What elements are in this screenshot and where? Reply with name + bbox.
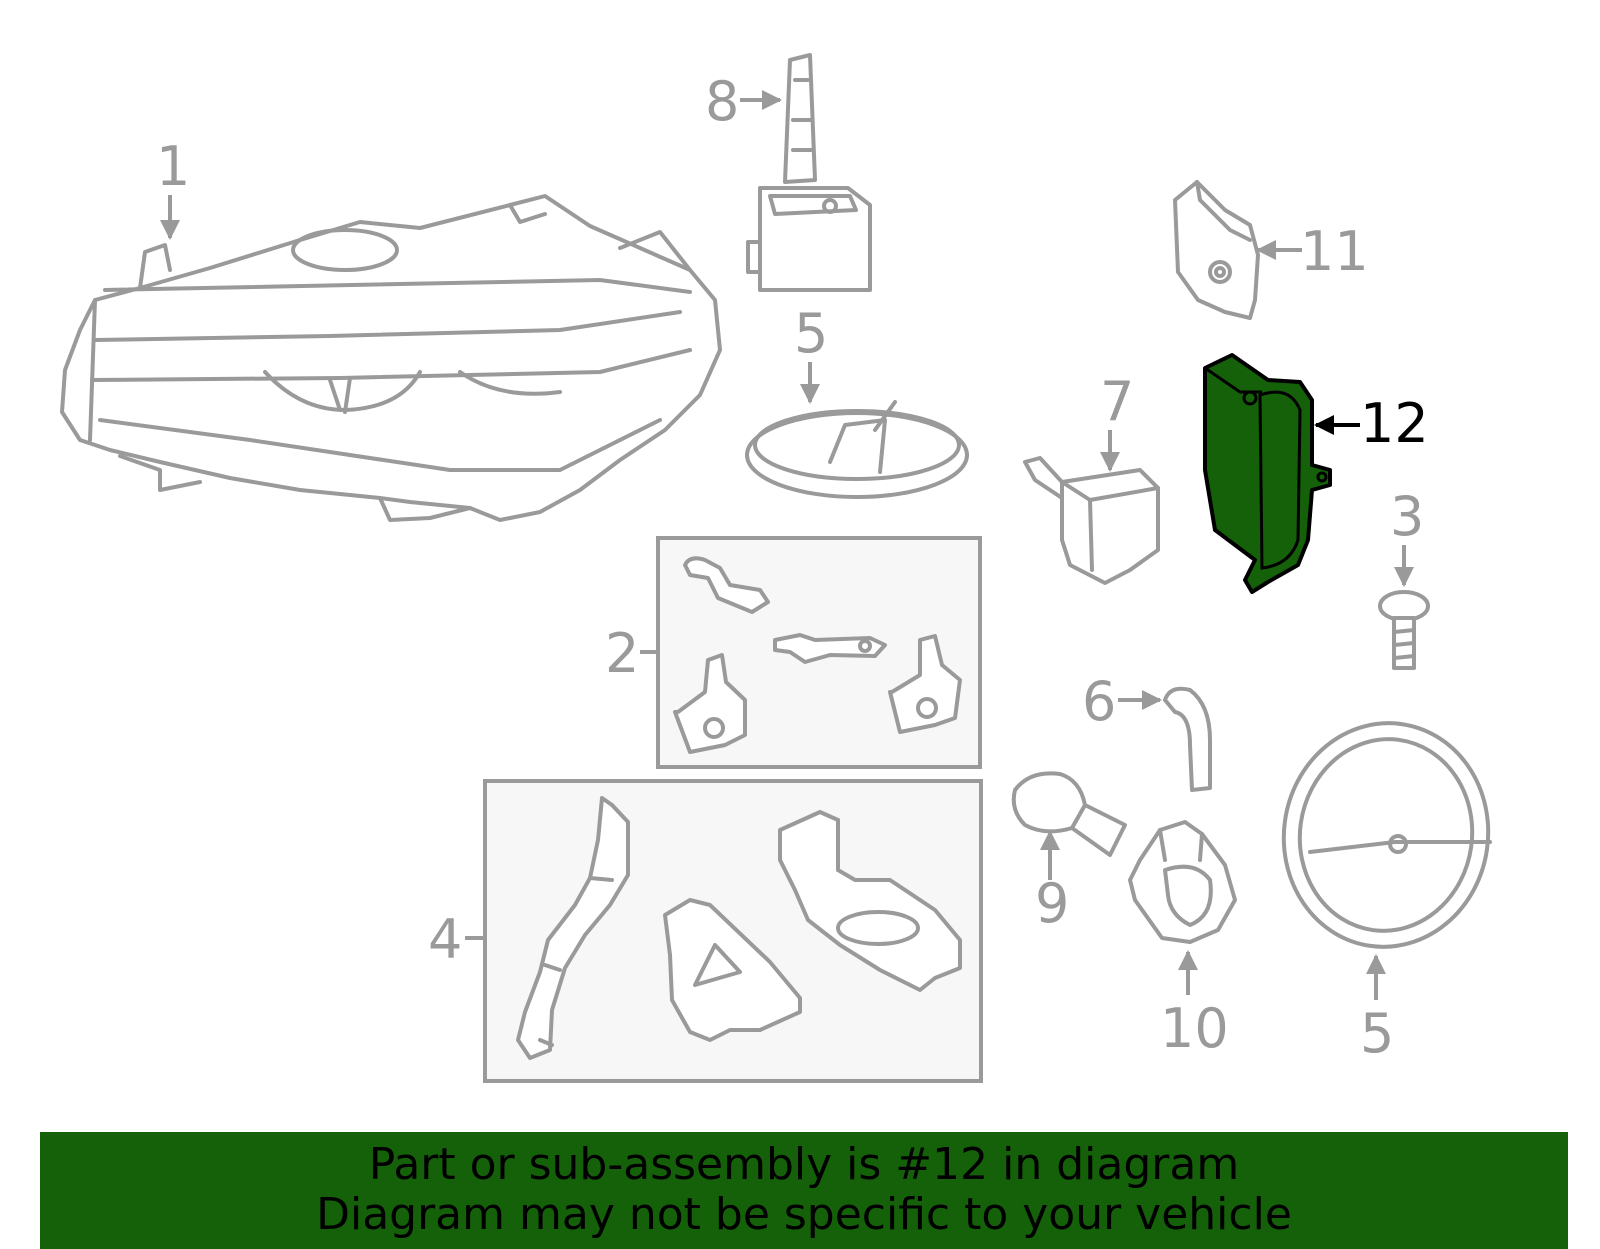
screw[interactable] [1378,590,1430,670]
callout-10: 10 [1160,997,1229,1060]
control-module[interactable] [1173,180,1260,320]
callout-3: 3 [1390,485,1424,548]
callout-5-upper: 5 [794,302,828,365]
turn-signal-bulb[interactable] [1011,771,1127,857]
callout-6: 6 [1082,670,1116,733]
highlighted-part-12[interactable] [1203,353,1332,594]
dust-cover-lower[interactable] [1269,710,1502,960]
bracket-kit-panel[interactable] [656,536,982,769]
banner-line-1: Part or sub-assembly is #12 in diagram [368,1139,1240,1190]
callout-5-lower: 5 [1360,1002,1394,1065]
vent-hose[interactable] [1163,686,1212,792]
bulb[interactable] [746,53,872,292]
callout-2: 2 [605,622,639,685]
callout-8: 8 [705,70,739,133]
headlamp-assembly[interactable] [60,194,722,522]
callout-4: 4 [428,908,462,971]
bulb-socket[interactable] [1128,820,1237,944]
callout-labels: 1 8 5 11 12 7 3 2 6 9 4 10 5 [156,70,1429,1065]
callout-12: 12 [1360,392,1429,455]
callout-7: 7 [1100,370,1134,433]
banner-line-2: Diagram may not be specific to your vehi… [316,1189,1292,1240]
callout-11: 11 [1300,220,1369,283]
dust-cover-upper[interactable] [745,400,969,499]
leader-lines [160,90,1414,1000]
callout-9: 9 [1035,872,1069,935]
igniter[interactable] [1023,456,1160,585]
bracket-set-panel[interactable] [483,779,983,1083]
callout-1: 1 [156,135,190,198]
info-banner: Part or sub-assembly is #12 in diagram D… [40,1132,1568,1249]
